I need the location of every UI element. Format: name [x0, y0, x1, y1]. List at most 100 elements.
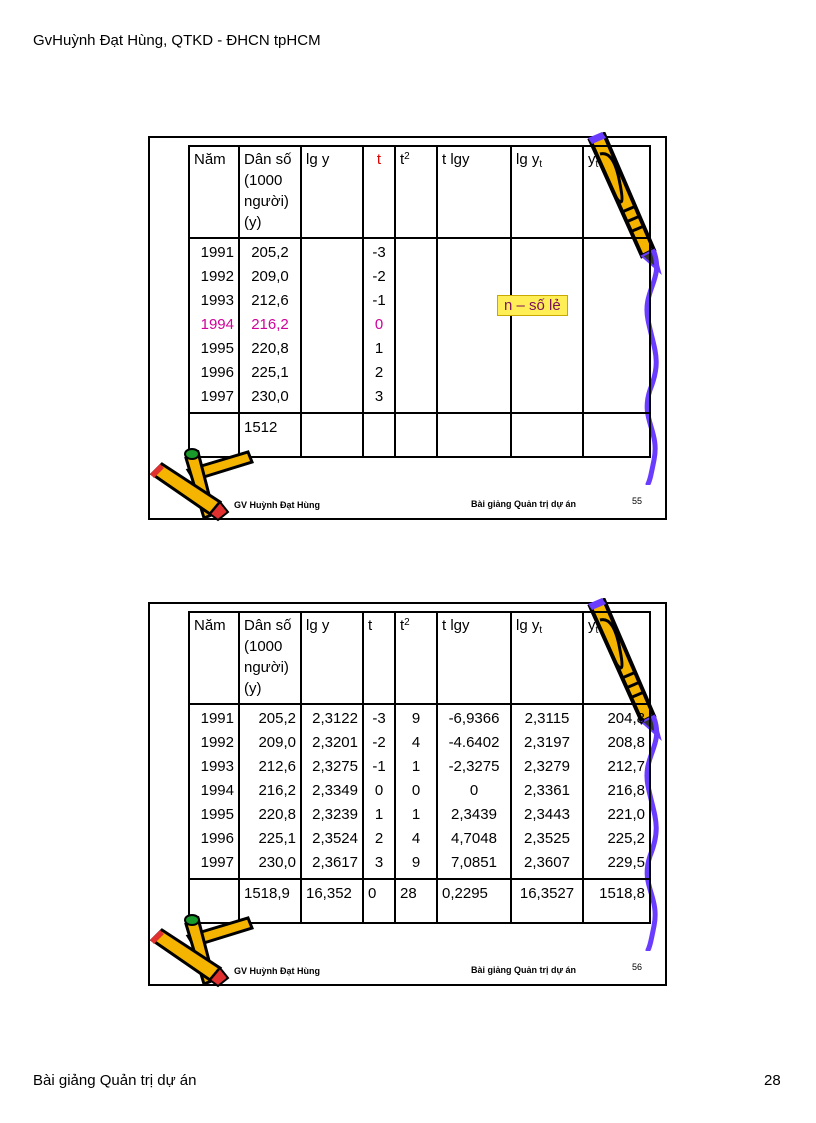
slide-author: GV Huỳnh Đạt Hùng	[234, 966, 320, 976]
cell-pop: 212,6	[238, 755, 302, 779]
cell-year: 1991	[188, 237, 240, 265]
page-number: 28	[764, 1072, 781, 1089]
header-text: lg y	[516, 617, 540, 634]
cell-tlgy	[436, 265, 512, 289]
cell-t: 0	[362, 779, 396, 803]
header-text: y	[588, 151, 596, 168]
cell-yt	[582, 289, 651, 313]
cell-lgy: 2,3122	[300, 703, 364, 731]
header-text: (y)	[244, 214, 262, 231]
col-header-lgy: lg y	[300, 145, 364, 238]
cell-t: -3	[362, 237, 396, 265]
slide-56: Năm Dân số (1000 người) (y) lg y t t2 t …	[148, 598, 667, 988]
cell-lgy: 2,3201	[300, 731, 364, 755]
cell-t: -2	[362, 265, 396, 289]
table-row: 1995 220,8 2,3239 1 1 2,3439 2,3443 221,…	[188, 803, 651, 827]
cell-yt: 225,2	[582, 827, 651, 851]
slide-course: Bài giảng Quản trị dự án	[471, 965, 577, 975]
col-header-t2: t2	[394, 145, 438, 238]
cell-tlgy	[436, 237, 512, 265]
cell-t: -2	[362, 731, 396, 755]
cell-lgy	[300, 361, 364, 385]
header-text: t	[400, 151, 405, 168]
cell-t2	[394, 289, 438, 313]
cell-tlgy	[436, 361, 512, 385]
cell-yt: 221,0	[582, 803, 651, 827]
table-row-highlighted: 1994 216,2 0	[188, 313, 651, 337]
cell-t: 2	[362, 361, 396, 385]
cell-year: 1991	[188, 703, 240, 731]
cell-pop: 230,0	[238, 851, 302, 879]
header-sub: t	[539, 625, 543, 636]
table-row: 1993 212,6 2,3275 -1 1 -2,3275 2,3279 21…	[188, 755, 651, 779]
slide-course: Bài giảng Quản trị dự án	[471, 499, 577, 509]
odd-n-note: n – số lẻ	[497, 295, 568, 316]
cell-lgyt: 2,3361	[510, 779, 584, 803]
cell-tlgy: -2,3275	[436, 755, 512, 779]
header-text: (1000	[244, 172, 283, 189]
cell-yt	[582, 237, 651, 265]
cell-yt	[582, 337, 651, 361]
cell-t: 1	[362, 803, 396, 827]
cell-yt: 216,8	[582, 779, 651, 803]
cell-t2: 9	[394, 703, 438, 731]
table-row: 1993 212,6 -1	[188, 289, 651, 313]
cell-tlgy: -6,9366	[436, 703, 512, 731]
cell-year: 1994	[188, 779, 240, 803]
cell-lgy	[300, 265, 364, 289]
cell-t2	[394, 361, 438, 385]
cell-t2	[394, 313, 438, 337]
cell-yt: 212,7	[582, 755, 651, 779]
cell-tlgy: 0	[436, 779, 512, 803]
cell-lgy	[300, 337, 364, 361]
cell-tlgy: 2,3439	[436, 803, 512, 827]
cell-lgy	[300, 385, 364, 413]
cell-lgyt: 2,3525	[510, 827, 584, 851]
cell-t: -3	[362, 703, 396, 731]
col-header-yt: yt	[582, 611, 651, 704]
col-header-t: t	[362, 611, 396, 704]
cell-tlgy	[436, 412, 512, 458]
header-sup: 2	[404, 151, 410, 162]
cell-t: 3	[362, 851, 396, 879]
table-row: 1994 216,2 2,3349 0 0 0 2,3361 216,8	[188, 779, 651, 803]
cell-lgy	[300, 313, 364, 337]
header-text: người)	[244, 193, 289, 210]
cell-pop: 212,6	[238, 289, 302, 313]
page-footer-title: Bài giảng Quản trị dự án	[33, 1072, 197, 1089]
table-row: 1995 220,8 1	[188, 337, 651, 361]
table-row: 1991 205,2 2,3122 -3 9 -6,9366 2,3115 20…	[188, 703, 651, 731]
cell-t2: 4	[394, 827, 438, 851]
table-row: 1997 230,0 2,3617 3 9 7,0851 2,3607 229,…	[188, 851, 651, 879]
header-row: Năm Dân số (1000 người) (y) lg y t t2 t …	[188, 611, 651, 704]
cell-year: 1997	[188, 385, 240, 413]
slide-number: 55	[632, 496, 643, 506]
header-text: (1000	[244, 638, 283, 655]
cell-t2-total: 28	[394, 878, 438, 924]
cell-t: 2	[362, 827, 396, 851]
cell-lgy: 2,3524	[300, 827, 364, 851]
cell-lgyt	[510, 313, 584, 337]
header-sub: t	[539, 159, 543, 170]
cell-yt: 229,5	[582, 851, 651, 879]
table-row: 1996 225,1 2,3524 2 4 4,7048 2,3525 225,…	[188, 827, 651, 851]
cell-yt	[582, 412, 651, 458]
table-row: 1992 209,0 2,3201 -2 4 -4.6402 2,3197 20…	[188, 731, 651, 755]
cell-pop: 209,0	[238, 731, 302, 755]
header-text: (y)	[244, 680, 262, 697]
header-text: Dân số	[244, 151, 292, 168]
cell-t2: 4	[394, 731, 438, 755]
crayons-clipart-icon	[149, 448, 254, 522]
header-text: người)	[244, 659, 289, 676]
cell-year: 1992	[188, 731, 240, 755]
cell-lgyt: 2,3607	[510, 851, 584, 879]
header-text: y	[588, 617, 596, 634]
table-row: 1997 230,0 3	[188, 385, 651, 413]
col-header-tlgy: t lgy	[436, 145, 512, 238]
cell-t: 1	[362, 337, 396, 361]
table-row: 1996 225,1 2	[188, 361, 651, 385]
cell-yt	[582, 361, 651, 385]
cell-pop: 205,2	[238, 703, 302, 731]
cell-pop: 205,2	[238, 237, 302, 265]
header-text: t	[400, 617, 405, 634]
